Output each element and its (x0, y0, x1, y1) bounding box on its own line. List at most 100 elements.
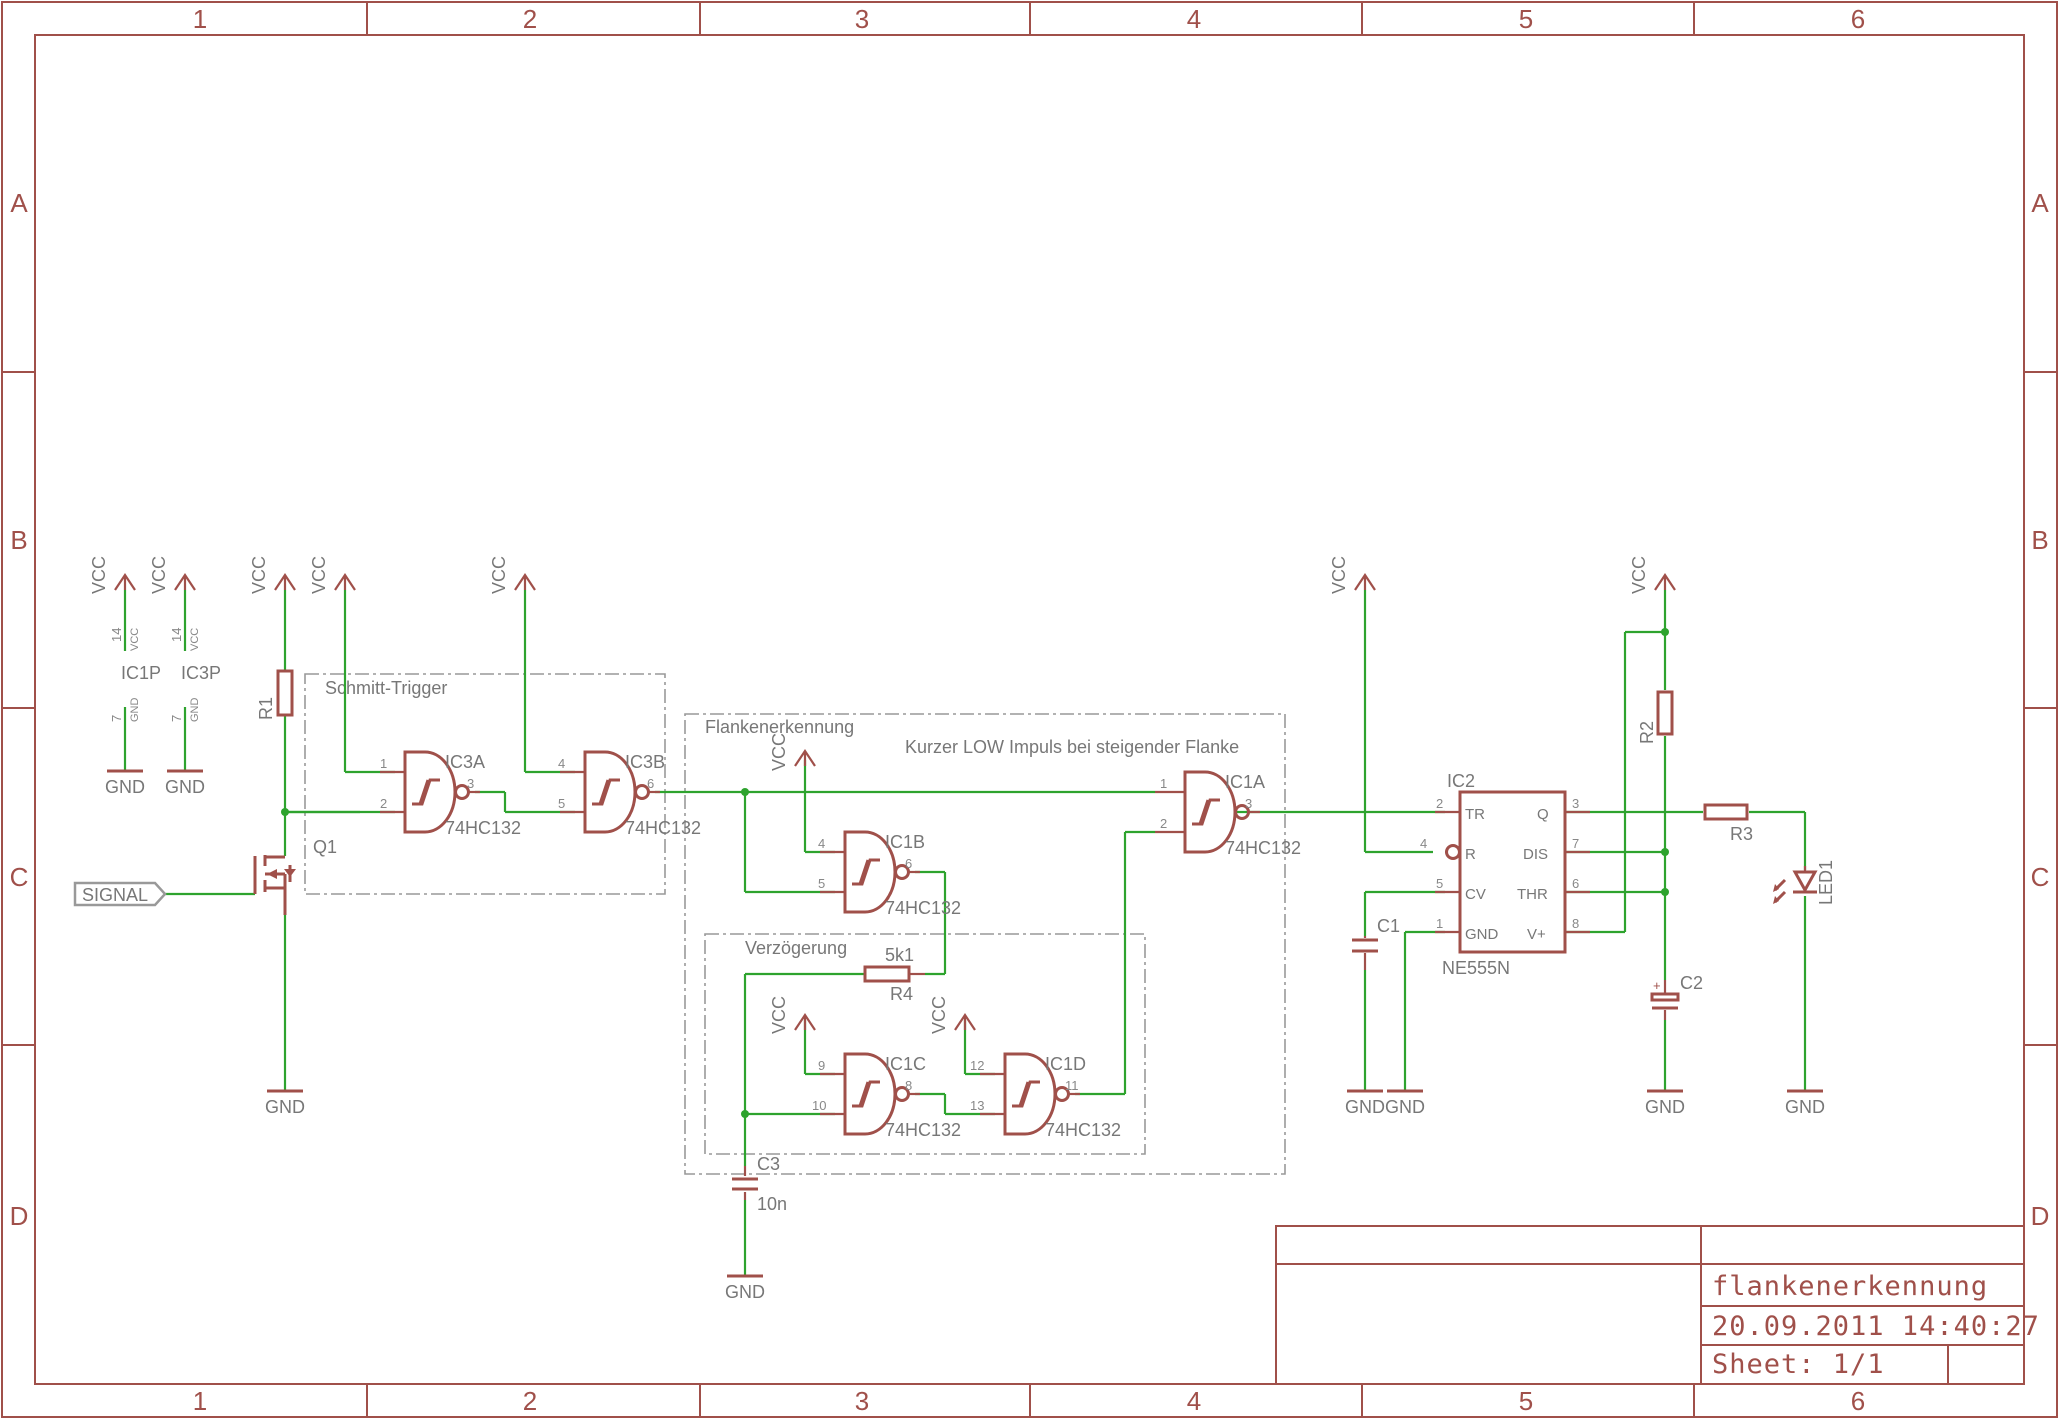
svg-text:VCC: VCC (1329, 556, 1349, 594)
ic2-label: IC2 (1447, 771, 1475, 791)
nand-gate-ic3b: 4 5 6 IC3B 74HC132 (558, 750, 701, 838)
vcc-symbols: VCC VCC VCC VCC VCC VCC VCC VCC VCC VCC (89, 556, 1676, 1034)
ground-icon: GND (1785, 1089, 1825, 1117)
svg-text:VCC: VCC (929, 996, 949, 1034)
group-note: Kurzer LOW Impuls bei steigender Flanke (905, 737, 1239, 757)
wires (123, 590, 1807, 1276)
svg-text:7: 7 (109, 715, 124, 722)
svg-text:5: 5 (1436, 876, 1443, 891)
nand-gate-ic3a: 1 2 3 IC3A 74HC132 (380, 750, 521, 838)
svg-text:2: 2 (1160, 816, 1167, 831)
row-markers-left: A B C D (10, 188, 29, 1231)
vcc-arrow-icon: VCC (89, 556, 136, 594)
ic1d-value: 74HC132 (1045, 1120, 1121, 1140)
row-b: B (10, 525, 27, 555)
plus-icon: + (1653, 978, 1661, 993)
svg-text:1: 1 (1160, 776, 1167, 791)
resistor-r1: R1 (256, 669, 294, 720)
svg-text:6: 6 (647, 776, 654, 791)
ground-icon: GND (265, 1089, 305, 1117)
vcc-arrow-icon: VCC (769, 733, 816, 771)
nand-gate-ic1d: 12 13 11 IC1D 74HC132 (970, 1052, 1121, 1140)
nand-gate-ic1c: 9 10 8 IC1C 74HC132 (812, 1052, 961, 1140)
svg-text:2: 2 (380, 796, 387, 811)
svg-text:1: 1 (380, 756, 387, 771)
c1-label: C1 (1377, 916, 1400, 936)
resistor-r3: R3 (1703, 803, 1753, 844)
resistor-r2: R2 (1637, 690, 1674, 744)
svg-text:V+: V+ (1527, 926, 1546, 943)
title-block: flankenerkennung 20.09.2011 14:40:27 She… (1275, 1225, 2040, 1385)
svg-text:VCC: VCC (89, 556, 109, 594)
row-c: C (10, 862, 29, 892)
svg-text:SIGNAL: SIGNAL (82, 885, 148, 905)
r3-label: R3 (1730, 824, 1753, 844)
vcc-arrow-icon: VCC (769, 996, 816, 1034)
row-d: D (2031, 1201, 2050, 1231)
col-5: 5 (1519, 4, 1533, 34)
svg-text:4: 4 (1420, 836, 1427, 851)
drawing-name: flankenerkennung (1712, 1271, 1988, 1302)
svg-text:7: 7 (1572, 836, 1579, 851)
ic2-ne555: 2 4 5 1 3 7 6 8 TR R CV GND Q DIS THR V+… (1420, 771, 1590, 978)
ic3p-power-pins: 14 VCC IC3P 7 GND (169, 628, 221, 722)
row-c: C (2031, 862, 2050, 892)
group-label: Schmitt-Trigger (325, 678, 447, 698)
ground-icon: GND (1345, 1089, 1385, 1117)
ground-icon: GND (1645, 1089, 1685, 1117)
group-flankenerkennung: Flankenerkennung Kurzer LOW Impuls bei s… (684, 713, 1286, 1175)
col-4: 4 (1187, 1386, 1201, 1416)
group-verzoegerung: Verzögerung (704, 933, 1146, 1155)
svg-text:VCC: VCC (1629, 556, 1649, 594)
svg-text:GND: GND (1645, 1097, 1685, 1117)
svg-text:4: 4 (558, 756, 565, 771)
svg-text:12: 12 (970, 1058, 984, 1073)
svg-text:GND: GND (189, 698, 201, 723)
mosfet-q1: Q1 (253, 837, 337, 915)
ic1p-label: IC1P (121, 663, 161, 683)
vcc-arrow-icon: VCC (309, 556, 356, 594)
ic1b-label: IC1B (885, 832, 925, 852)
ic3b-value: 74HC132 (625, 818, 701, 838)
svg-text:11: 11 (1065, 1078, 1079, 1093)
svg-text:GND: GND (1345, 1097, 1385, 1117)
svg-text:VCC: VCC (489, 556, 509, 594)
col-2: 2 (523, 1386, 537, 1416)
svg-text:GND: GND (1785, 1097, 1825, 1117)
ic1b-value: 74HC132 (885, 898, 961, 918)
c3-label: C3 (757, 1154, 780, 1174)
svg-text:3: 3 (1572, 796, 1579, 811)
vcc-arrow-icon: VCC (489, 556, 536, 594)
row-d: D (10, 1201, 29, 1231)
svg-text:8: 8 (1572, 916, 1579, 931)
svg-text:14: 14 (109, 628, 124, 642)
svg-text:9: 9 (818, 1058, 825, 1073)
svg-text:R: R (1465, 846, 1476, 863)
ground-icon: GND (165, 769, 205, 797)
svg-text:2: 2 (1436, 796, 1443, 811)
ic1a-label: IC1A (1225, 772, 1265, 792)
capacitor-c2-polarized: + C2 (1650, 973, 1703, 1020)
svg-text:7: 7 (169, 715, 184, 722)
svg-text:4: 4 (818, 836, 825, 851)
svg-text:GND: GND (129, 698, 141, 723)
signal-port[interactable]: SIGNAL (73, 881, 167, 907)
col-5: 5 (1519, 1386, 1533, 1416)
svg-text:14: 14 (169, 628, 184, 642)
column-markers-top: 1 2 3 4 5 6 (193, 4, 1865, 34)
ic1a-value: 74HC132 (1225, 838, 1301, 858)
svg-text:GND: GND (1385, 1097, 1425, 1117)
drawing-datetime: 20.09.2011 14:40:27 (1712, 1311, 2040, 1342)
svg-text:VCC: VCC (769, 996, 789, 1034)
c2-label: C2 (1680, 973, 1703, 993)
nand-gate-ic1a: 1 2 3 IC1A 74HC132 (1155, 770, 1301, 858)
vcc-arrow-icon: VCC (929, 996, 976, 1034)
svg-text:VCC: VCC (129, 628, 141, 651)
vcc-arrow-icon: VCC (1329, 556, 1376, 594)
svg-text:VCC: VCC (189, 628, 201, 651)
svg-text:10: 10 (812, 1098, 826, 1113)
row-a: A (2031, 188, 2049, 218)
svg-text:GND: GND (165, 777, 205, 797)
